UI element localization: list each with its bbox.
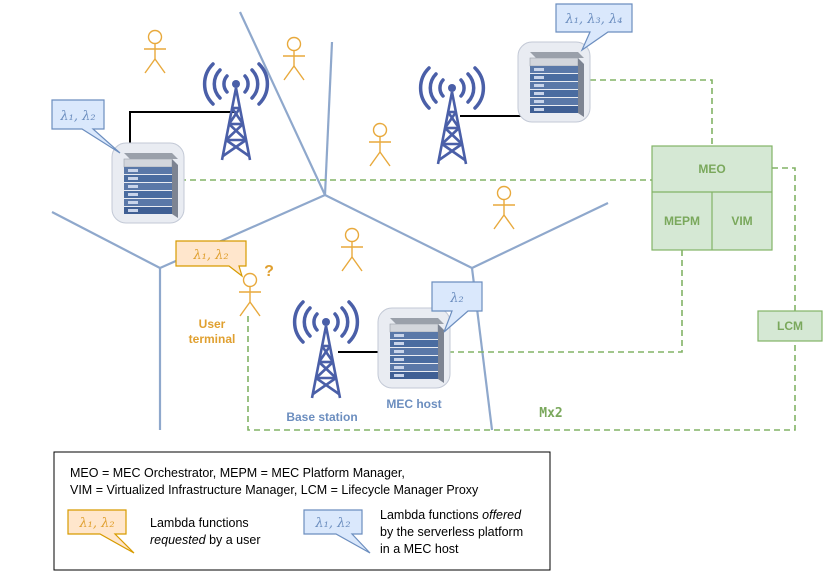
- legend: MEO = MEC Orchestrator, MEPM = MEC Platf…: [53, 451, 551, 571]
- legend-requested-callout-text: λ₁, λ₂: [78, 516, 114, 531]
- legend-requested-text-1: Lambda functions: [150, 516, 249, 530]
- legend-requested-callout: λ₁, λ₂: [67, 509, 135, 554]
- user-terminal-label-2: terminal: [189, 332, 236, 346]
- lcm-label: LCM: [777, 319, 803, 333]
- callout-host-left: λ₁, λ₂: [51, 99, 121, 154]
- base-station-label: Base station: [286, 410, 357, 424]
- callout-user-request-text: λ₁, λ₂: [192, 248, 228, 263]
- legend-offered-callout-text: λ₁, λ₂: [314, 516, 350, 531]
- callout-host-top: λ₁, λ₃, λ₄: [555, 3, 633, 52]
- user-icon: [340, 227, 364, 272]
- legend-offered-plain: Lambda functions: [380, 508, 482, 522]
- legend-offered-text-1: Lambda functions offered: [380, 508, 522, 522]
- callout-user-request: λ₁, λ₂: [175, 240, 247, 278]
- legend-requested-rest: by a user: [206, 533, 261, 547]
- legend-line-2: VIM = Virtualized Infrastructure Manager…: [70, 483, 479, 497]
- user-icon: [368, 122, 392, 167]
- server-rack-icon: [517, 41, 591, 123]
- mec-management-system: MEO MEPM VIM LCM: [651, 145, 823, 342]
- callout-host-bottom-text: λ₂: [449, 291, 463, 306]
- antenna-tower-icon: [292, 300, 360, 400]
- callout-host-bottom: λ₂: [431, 281, 483, 333]
- user-icon: [143, 29, 167, 74]
- meo-label: MEO: [698, 162, 725, 176]
- user-terminal-icon: [238, 272, 262, 317]
- legend-offered-callout: λ₁, λ₂: [303, 509, 371, 554]
- user-icon: [282, 36, 306, 81]
- mepm-label: MEPM: [664, 214, 700, 228]
- user-terminal-label-1: User: [199, 317, 226, 331]
- callout-host-left-text: λ₁, λ₂: [59, 109, 95, 124]
- user-icon: [492, 185, 516, 230]
- legend-requested-text-2: requested by a user: [150, 533, 261, 547]
- server-rack-icon: [111, 142, 185, 224]
- legend-requested-italic: requested: [150, 533, 207, 547]
- legend-offered-text-2: by the serverless platform: [380, 525, 523, 539]
- server-rack-icon: [377, 307, 451, 389]
- mx2-label: Mx2: [539, 406, 562, 421]
- mec-host-label: MEC host: [386, 397, 441, 411]
- legend-line-1: MEO = MEC Orchestrator, MEPM = MEC Platf…: [70, 466, 405, 480]
- legend-offered-text-3: in a MEC host: [380, 542, 459, 556]
- callout-host-top-text: λ₁, λ₃, λ₄: [565, 12, 623, 27]
- lcm-box: [757, 310, 823, 342]
- management-links: [180, 79, 796, 431]
- vim-label: VIM: [731, 214, 752, 228]
- legend-offered-italic: offered: [482, 508, 522, 522]
- user-question-mark: ?: [264, 263, 274, 280]
